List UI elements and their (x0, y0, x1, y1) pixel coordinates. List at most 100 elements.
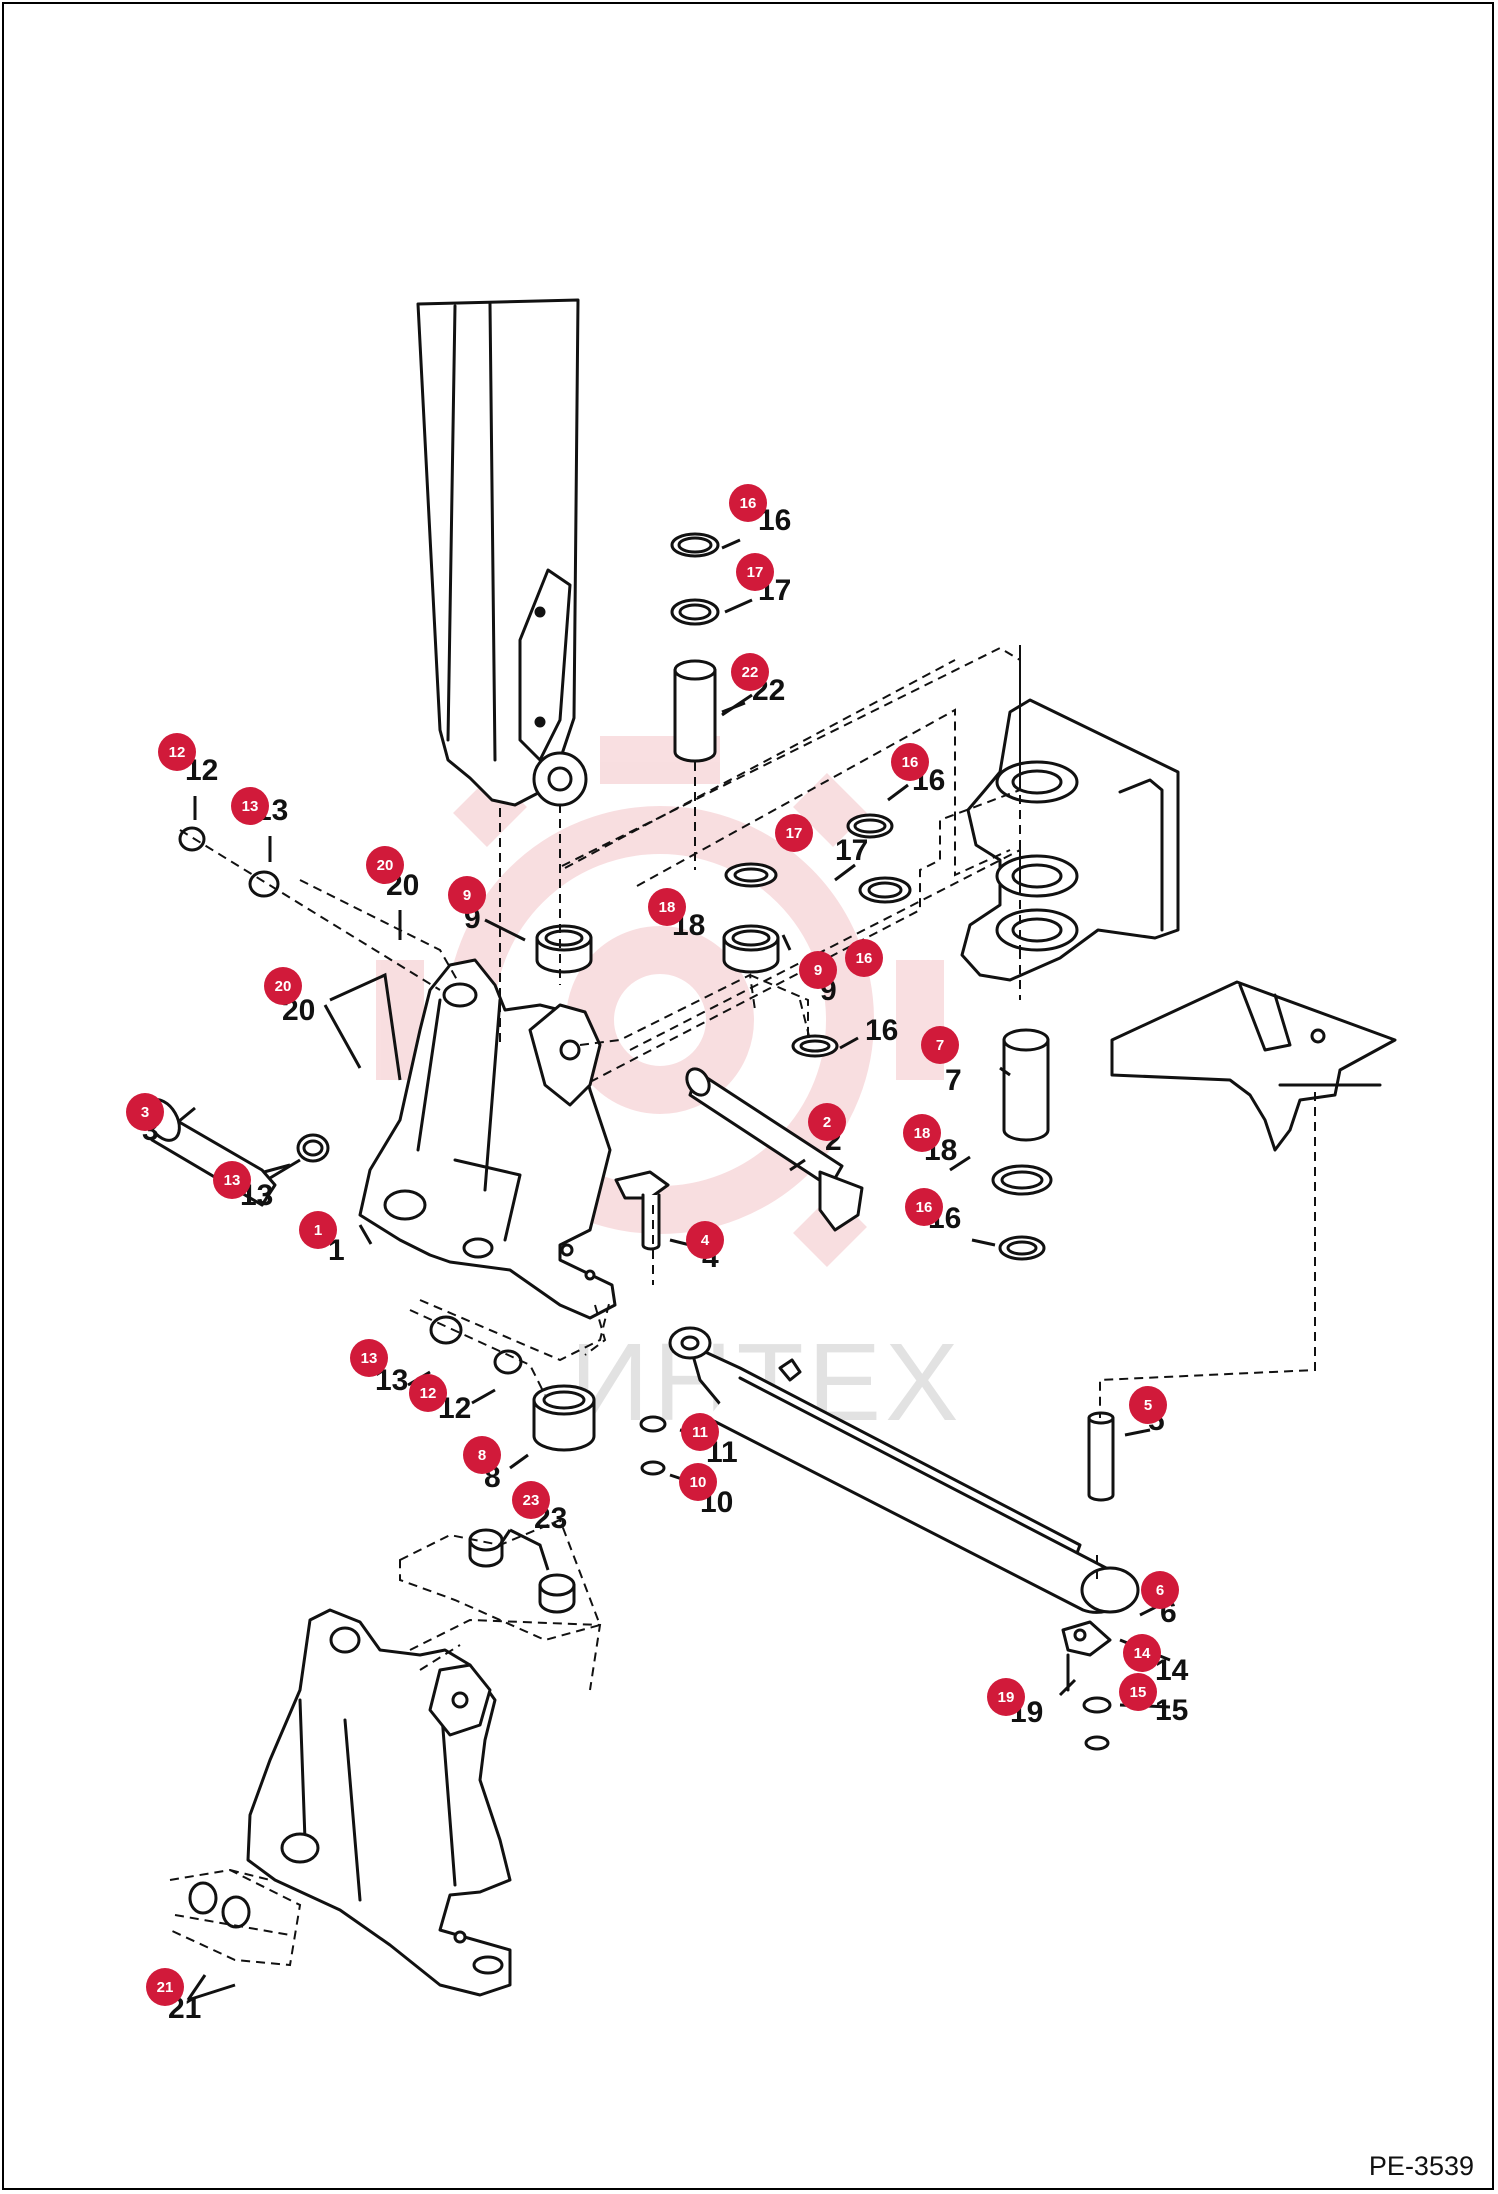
callout-badge-12: 12 (158, 733, 196, 771)
callout-circle (987, 1678, 1025, 1716)
svg-text:16: 16 (865, 1014, 898, 1047)
svg-text:14: 14 (1155, 1654, 1189, 1687)
assembly-lines (169, 645, 1316, 1967)
callout-circle (1119, 1673, 1157, 1711)
callout-number: 16 (902, 754, 919, 771)
callout-badge-9: 9 (448, 876, 486, 914)
callout-circle (448, 876, 486, 914)
callout-circle (905, 1188, 943, 1226)
callout-badge-4: 4 (686, 1221, 724, 1259)
callout-badge-22: 22 (731, 653, 769, 691)
callout-number: 12 (420, 1385, 437, 1402)
callout-badge-5: 5 (1129, 1386, 1167, 1424)
callout-circle (158, 733, 196, 771)
top-pin-stack (670, 532, 720, 763)
callout-number: 16 (740, 495, 757, 512)
lower-swing-frame (246, 1608, 512, 1997)
callout-badge-14: 14 (1123, 1634, 1161, 1672)
svg-text:17: 17 (835, 834, 868, 867)
callout-circle (799, 951, 837, 989)
cylinder-6 (668, 1326, 1140, 1614)
callout-number: 3 (141, 1104, 149, 1121)
callout-circle (921, 1026, 959, 1064)
callout-number: 10 (690, 1474, 707, 1491)
callout-number: 18 (659, 899, 676, 916)
callout-badge-15: 15 (1119, 1673, 1157, 1711)
callout-number: 20 (275, 978, 292, 995)
callout-number: 19 (998, 1689, 1015, 1706)
callout-number: 17 (786, 825, 803, 842)
callout-badge-10: 10 (679, 1463, 717, 1501)
callout-badge-12: 12 (409, 1374, 447, 1412)
callout-circle (264, 967, 302, 1005)
callout-circle (1141, 1571, 1179, 1609)
callout-circle (350, 1339, 388, 1377)
callout-badge-2: 2 (808, 1103, 846, 1141)
callout-circle (648, 888, 686, 926)
boom-arm (416, 298, 588, 807)
callout-circle (146, 1968, 184, 2006)
callout-number: 4 (701, 1232, 710, 1249)
callout-number: 7 (936, 1037, 944, 1054)
swing-bracket (960, 698, 1180, 982)
callout-circle (231, 787, 269, 825)
bolt-4 (614, 1170, 670, 1251)
callout-badge-16: 16 (729, 484, 767, 522)
bushing-9-left (535, 924, 593, 974)
bushings-23 (468, 1528, 576, 1614)
callout-circle (808, 1103, 846, 1141)
callout-circle (213, 1161, 251, 1199)
callout-badge-13: 13 (350, 1339, 388, 1377)
callout-number: 17 (747, 564, 764, 581)
pin-2 (685, 1067, 864, 1232)
callout-badge-17: 17 (736, 553, 774, 591)
callout-circle (903, 1114, 941, 1152)
callout-badge-16: 16 (905, 1188, 943, 1226)
callout-number: 21 (157, 1979, 174, 1996)
callout-badge-17: 17 (775, 814, 813, 852)
callout-badge-6: 6 (1141, 1571, 1179, 1609)
callout-circle (686, 1221, 724, 1259)
callout-number: 22 (742, 664, 759, 681)
callout-badge-1: 1 (299, 1211, 337, 1249)
callout-circle (731, 653, 769, 691)
callout-circle (299, 1211, 337, 1249)
callout-circle (845, 939, 883, 977)
callout-number: 6 (1156, 1582, 1164, 1599)
callout-badge-13: 13 (213, 1161, 251, 1199)
callout-circle (679, 1463, 717, 1501)
callout-badge-16: 16 (845, 939, 883, 977)
callout-number: 9 (463, 887, 471, 904)
callout-circle (463, 1436, 501, 1474)
callout-circle (681, 1413, 719, 1451)
callout-number: 9 (814, 962, 822, 979)
callout-number: 13 (224, 1172, 241, 1189)
callout-badge-21: 21 (146, 1968, 184, 2006)
callout-badge-9: 9 (799, 951, 837, 989)
bushing-8 (178, 826, 667, 1476)
callout-circle (366, 846, 404, 884)
pin-5 (1087, 1411, 1115, 1502)
callout-badge-19: 19 (987, 1678, 1025, 1716)
pin-7 (991, 1028, 1053, 1261)
callout-badge-13: 13 (231, 787, 269, 825)
svg-text:15: 15 (1155, 1694, 1188, 1727)
callout-number: 13 (242, 798, 259, 815)
callout-number: 15 (1130, 1684, 1147, 1701)
rings-21 (188, 1881, 251, 1929)
callout-number: 20 (377, 857, 394, 874)
svg-text:7: 7 (945, 1064, 962, 1097)
callout-badge-16: 16 (891, 743, 929, 781)
callout-circle (729, 484, 767, 522)
callout-badge-7: 7 (921, 1026, 959, 1064)
callout-number: 8 (478, 1447, 486, 1464)
small-hardware (1061, 1620, 1112, 1751)
callout-circle (736, 553, 774, 591)
callout-number: 11 (692, 1424, 708, 1441)
callout-badge-20: 20 (366, 846, 404, 884)
callout-number: 5 (1144, 1397, 1152, 1414)
callout-badge-23: 23 (512, 1481, 550, 1519)
callout-circle (775, 814, 813, 852)
callout-badge-18: 18 (903, 1114, 941, 1152)
